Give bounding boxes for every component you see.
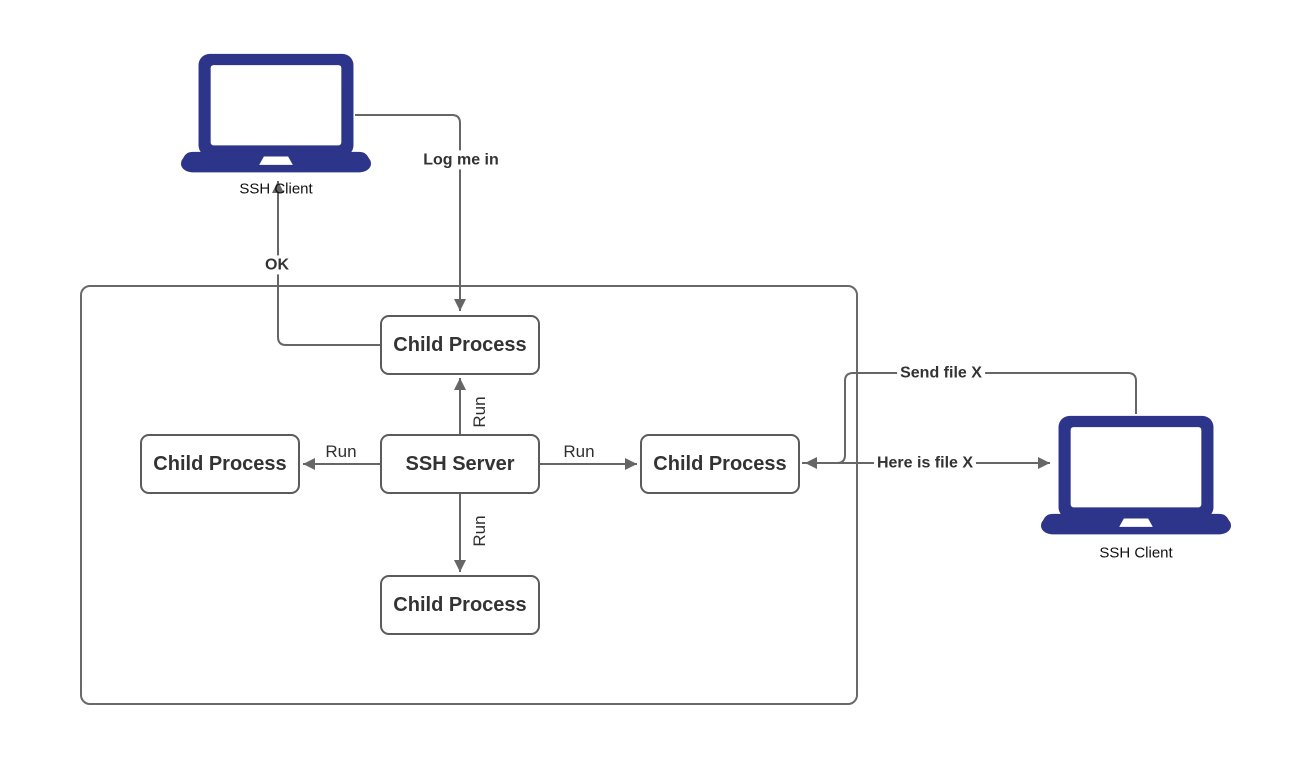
- server-host-container: [80, 285, 858, 705]
- edge-log-me-in: [355, 114, 466, 311]
- edge-label-run-right: Run: [562, 441, 596, 463]
- node-label-ssh-client-right: SSH Client: [1099, 544, 1173, 562]
- edge-label-send-file: Send file X: [897, 363, 985, 383]
- node-label: Child Process: [153, 452, 287, 475]
- laptop-icon: [181, 53, 371, 173]
- edge-label-run-up: Run: [469, 395, 491, 429]
- edge-label-ok: OK: [262, 255, 292, 275]
- laptop-icon: [1041, 415, 1231, 535]
- node-label: Child Process: [653, 452, 787, 475]
- node-child-process-top: Child Process: [380, 315, 540, 375]
- node-child-process-bottom: Child Process: [380, 575, 540, 635]
- node-label: Child Process: [393, 333, 527, 356]
- edge-label-here-is-file: Here is file X: [873, 453, 977, 473]
- node-label: SSH Server: [405, 452, 515, 475]
- node-label: Child Process: [393, 593, 527, 616]
- node-child-process-right: Child Process: [640, 434, 800, 494]
- edge-label-run-down: Run: [469, 514, 491, 548]
- edge-label-log-me-in: Log me in: [420, 150, 502, 170]
- edge-label-run-left: Run: [324, 441, 358, 463]
- edge-ok: [272, 181, 380, 346]
- node-ssh-server: SSH Server: [380, 434, 540, 494]
- node-child-process-left: Child Process: [140, 434, 300, 494]
- edge-send-file: [805, 372, 1137, 469]
- node-label-ssh-client-left: SSH Client: [239, 180, 313, 198]
